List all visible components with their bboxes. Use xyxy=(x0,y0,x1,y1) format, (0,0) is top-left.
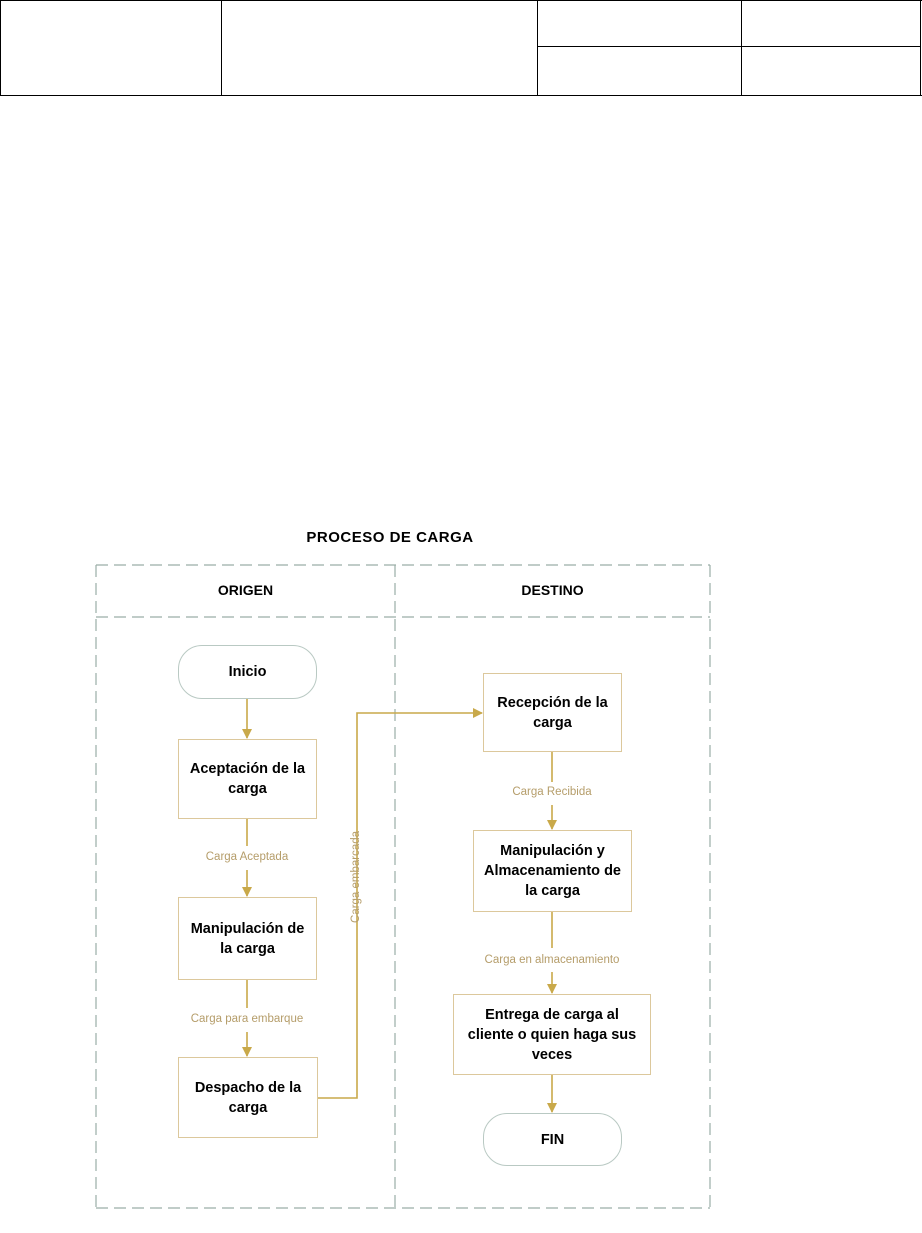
node-recepcion: Recepción de la carga xyxy=(483,673,622,752)
edge-label-carga-recibida: Carga Recibida xyxy=(512,786,592,798)
lane-header-origen: ORIGEN xyxy=(217,582,274,598)
edge-label-carga-aceptada: Carga Aceptada xyxy=(205,851,289,863)
lane-header-destino: DESTINO xyxy=(521,582,584,598)
node-manip-almac: Manipulación y Almacenamiento de la carg… xyxy=(473,830,632,912)
swimlane-frame xyxy=(95,564,711,1209)
edge-label-carga-almacenamiento: Carga en almacenamiento xyxy=(484,954,620,966)
node-despacho: Despacho de la carga xyxy=(178,1057,318,1138)
diagram-title: PROCESO DE CARGA xyxy=(306,529,474,546)
edge-label-carga-embarcada: Carga embarcada xyxy=(350,830,362,923)
arrow-despacho-recepcion xyxy=(318,708,483,1099)
document-header-table xyxy=(0,0,922,96)
node-inicio: Inicio xyxy=(178,645,317,699)
edge-label-carga-embarque: Carga para embarque xyxy=(190,1013,304,1025)
node-aceptacion: Aceptación de la carga xyxy=(178,739,317,819)
node-manipulacion: Manipulación de la carga xyxy=(178,897,317,980)
node-entrega: Entrega de carga al cliente o quien haga… xyxy=(453,994,651,1075)
node-fin: FIN xyxy=(483,1113,622,1166)
